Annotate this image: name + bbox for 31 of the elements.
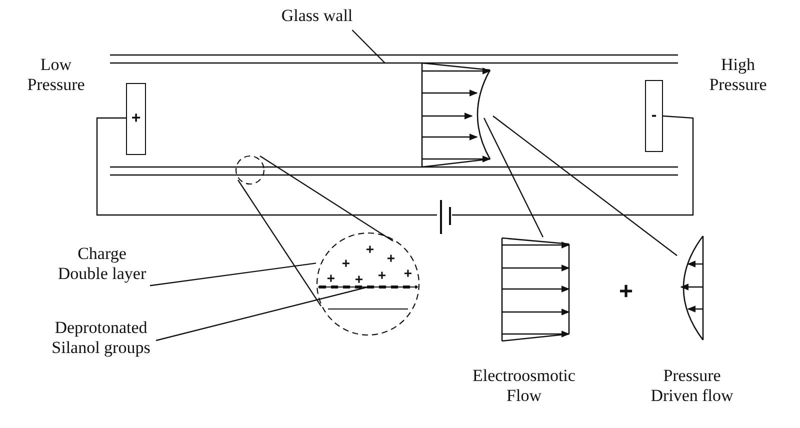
plus-sign: + <box>619 280 633 304</box>
callout-label: Low Pressure <box>10 55 102 107</box>
glass-wall <box>110 54 678 64</box>
leader-line <box>156 286 368 342</box>
callout-label: Charge Double layer <box>54 244 150 296</box>
electrode-plate: - <box>645 80 663 152</box>
callout-label: High Pressure <box>692 55 784 107</box>
caption-text: Pressure Driven flow <box>650 366 734 407</box>
magnifier-line <box>238 180 322 306</box>
leader-line <box>483 118 544 238</box>
leader-line <box>352 30 386 64</box>
circuit-wire <box>96 117 437 216</box>
charge-sign: + <box>342 256 350 270</box>
magnifier-line <box>260 155 394 242</box>
callout-label: Deprotonated Silanol groups <box>46 318 156 368</box>
leader-line <box>492 116 678 256</box>
caption-text: Electroosmotic Flow <box>472 366 576 407</box>
leader-line <box>150 262 316 286</box>
electrode-plate: + <box>126 83 146 155</box>
magnified-view-circle <box>316 232 420 336</box>
callout-label: Glass wall <box>262 6 372 30</box>
magnifier-circle <box>235 155 265 185</box>
velocity-profile-drawing <box>500 236 572 344</box>
circuit-wire <box>452 115 694 216</box>
charge-sign: + <box>386 251 396 265</box>
charge-sign: + <box>378 268 386 282</box>
flow-profile-drawing <box>421 63 493 167</box>
charge-sign: + <box>326 271 336 285</box>
charge-sign: + <box>404 266 412 280</box>
charge-sign: + <box>354 272 364 286</box>
charge-sign: + <box>366 242 374 256</box>
